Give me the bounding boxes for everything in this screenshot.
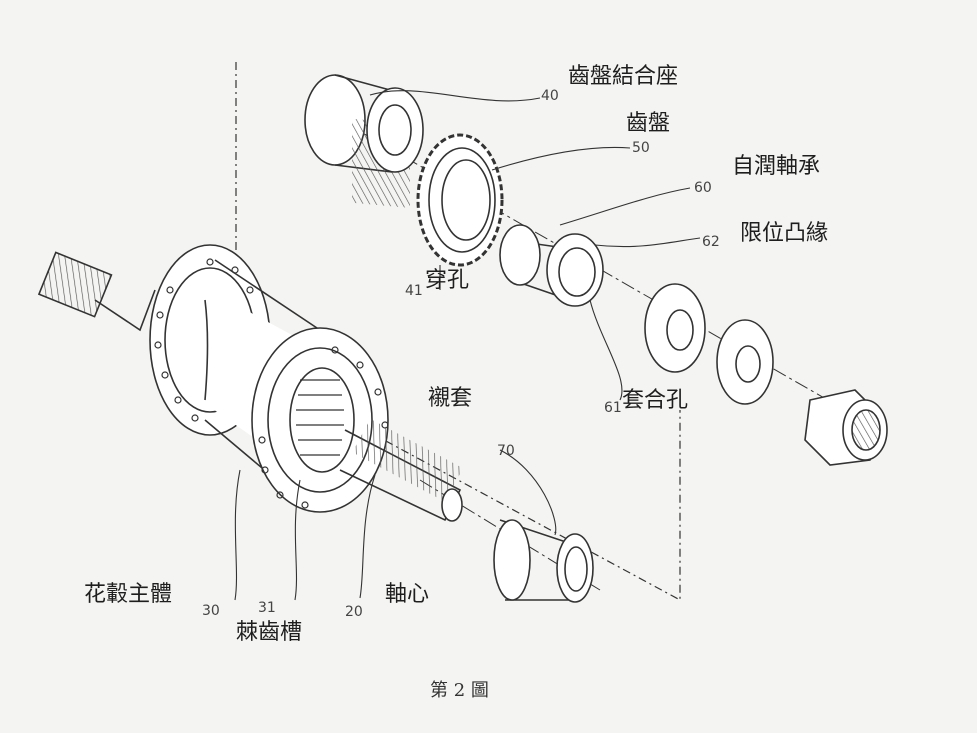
label-cog-seat: 齒盤結合座 xyxy=(568,64,679,89)
ratchet-teeth xyxy=(296,379,344,456)
label-ratchet: 棘齒槽 xyxy=(236,620,303,645)
num-41: 41 xyxy=(405,283,423,299)
label-axle: 軸心 xyxy=(385,582,430,607)
num-61: 61 xyxy=(604,400,622,416)
cog-part xyxy=(416,133,504,267)
end-cap-part xyxy=(804,389,888,466)
label-cog: 齒盤 xyxy=(626,111,671,136)
cog-seat-part xyxy=(304,74,424,208)
dashed-plane xyxy=(235,62,681,602)
label-bearing: 自潤軸承 xyxy=(732,154,821,179)
label-flange: 限位凸緣 xyxy=(740,221,829,246)
num-31: 31 xyxy=(258,600,276,616)
nut-2-part xyxy=(716,319,774,405)
num-70: 70 xyxy=(497,443,515,459)
axle-right-part xyxy=(339,418,463,522)
bearing-part xyxy=(499,224,604,307)
num-60: 60 xyxy=(694,180,712,196)
leader-lines xyxy=(234,90,701,601)
sleeve-part xyxy=(493,519,594,603)
num-20: 20 xyxy=(345,604,363,620)
num-30: 30 xyxy=(202,603,220,619)
num-40: 40 xyxy=(541,88,559,104)
label-fit-hole: 套合孔 xyxy=(622,388,689,413)
flange-holes xyxy=(154,258,389,509)
nut-1-part xyxy=(644,283,706,373)
label-sleeve: 襯套 xyxy=(428,386,473,411)
label-through-hole: 穿孔 xyxy=(425,268,470,293)
num-62: 62 xyxy=(702,234,720,250)
label-hub-body: 花轂主體 xyxy=(84,582,173,607)
hub-body-part xyxy=(149,244,389,513)
num-50: 50 xyxy=(632,140,650,156)
figure-caption: 第 2 圖 xyxy=(430,680,489,701)
axle-left-part xyxy=(37,251,156,332)
